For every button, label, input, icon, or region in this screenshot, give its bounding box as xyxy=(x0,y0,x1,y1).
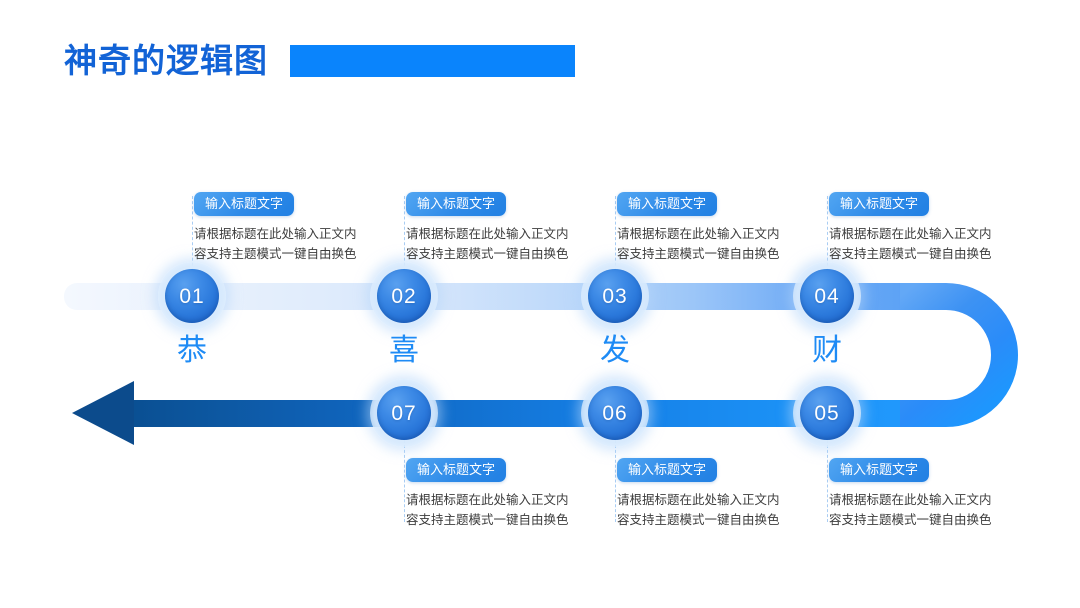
text-block-body: 请根据标题在此处输入正文内 容支持主题模式一键自由换色 xyxy=(829,224,999,264)
node-core: 07 xyxy=(377,386,431,440)
text-block-body: 请根据标题在此处输入正文内 容支持主题模式一键自由换色 xyxy=(406,224,576,264)
dotted-connector-2 xyxy=(404,196,405,276)
node-core: 01 xyxy=(165,269,219,323)
node-caption-01: 恭 xyxy=(177,334,207,367)
node-caption-03: 发 xyxy=(600,334,630,367)
text-block-7: 输入标题文字 请根据标题在此处输入正文内 容支持主题模式一键自由换色 xyxy=(406,458,592,530)
text-block-body-line1: 请根据标题在此处输入正文内 xyxy=(829,227,992,241)
node-number: 04 xyxy=(814,284,840,308)
text-block-heading: 输入标题文字 xyxy=(617,192,718,216)
text-block-body-line1: 请根据标题在此处输入正文内 xyxy=(617,493,780,507)
timeline-node-04[interactable]: 04 xyxy=(793,262,861,330)
text-block-body: 请根据标题在此处输入正文内 容支持主题模式一键自由换色 xyxy=(617,224,787,264)
text-block-body-line1: 请根据标题在此处输入正文内 xyxy=(406,493,569,507)
node-number: 07 xyxy=(391,401,417,425)
text-block-heading: 输入标题文字 xyxy=(829,458,930,482)
timeline-node-06[interactable]: 06 xyxy=(581,379,649,447)
node-number: 02 xyxy=(391,284,417,308)
text-block-body-line1: 请根据标题在此处输入正文内 xyxy=(829,493,992,507)
timeline-node-07[interactable]: 07 xyxy=(370,379,438,447)
text-block-body-line1: 请根据标题在此处输入正文内 xyxy=(406,227,569,241)
dotted-connector-5 xyxy=(827,440,828,522)
text-block-heading: 输入标题文字 xyxy=(829,192,930,216)
node-caption-04: 财 xyxy=(812,334,842,367)
text-block-heading: 输入标题文字 xyxy=(617,458,718,482)
timeline-node-05[interactable]: 05 xyxy=(793,379,861,447)
text-block-heading: 输入标题文字 xyxy=(406,458,507,482)
node-number: 05 xyxy=(814,401,840,425)
text-block-body-line2: 容支持主题模式一键自由换色 xyxy=(617,513,780,527)
node-core: 05 xyxy=(800,386,854,440)
node-core: 06 xyxy=(588,386,642,440)
node-number: 01 xyxy=(179,284,205,308)
node-core: 02 xyxy=(377,269,431,323)
text-block-body-line2: 容支持主题模式一键自由换色 xyxy=(617,247,780,261)
text-block-5: 输入标题文字 请根据标题在此处输入正文内 容支持主题模式一键自由换色 xyxy=(829,458,1015,530)
timeline-node-03[interactable]: 03 xyxy=(581,262,649,330)
node-core: 03 xyxy=(588,269,642,323)
node-core: 04 xyxy=(800,269,854,323)
slide-title-row: 神奇的逻辑图 xyxy=(64,38,575,84)
timeline-node-02[interactable]: 02 xyxy=(370,262,438,330)
text-block-body-line2: 容支持主题模式一键自由换色 xyxy=(406,513,569,527)
dotted-connector-4 xyxy=(827,196,828,276)
text-block-body: 请根据标题在此处输入正文内 容支持主题模式一键自由换色 xyxy=(194,224,364,264)
node-number: 03 xyxy=(602,284,628,308)
timeline-uturn-connector xyxy=(900,283,1030,427)
text-block-heading: 输入标题文字 xyxy=(406,192,507,216)
page-title: 神奇的逻辑图 xyxy=(64,42,268,79)
text-block-body-line2: 容支持主题模式一键自由换色 xyxy=(829,247,992,261)
text-block-body-line2: 容支持主题模式一键自由换色 xyxy=(406,247,569,261)
flow-arrow-head xyxy=(72,381,138,445)
text-block-body: 请根据标题在此处输入正文内 容支持主题模式一键自由换色 xyxy=(829,490,999,530)
text-block-heading: 输入标题文字 xyxy=(194,192,295,216)
timeline-rail-bottom xyxy=(128,400,914,427)
text-block-body-line1: 请根据标题在此处输入正文内 xyxy=(617,227,780,241)
text-block-3: 输入标题文字 请根据标题在此处输入正文内 容支持主题模式一键自由换色 xyxy=(617,192,803,264)
node-number: 06 xyxy=(602,401,628,425)
dotted-connector-7 xyxy=(404,440,405,522)
dotted-connector-1 xyxy=(192,196,193,276)
text-block-body-line2: 容支持主题模式一键自由换色 xyxy=(194,247,357,261)
text-block-1: 输入标题文字 请根据标题在此处输入正文内 容支持主题模式一键自由换色 xyxy=(194,192,380,264)
dotted-connector-6 xyxy=(615,440,616,522)
title-accent-bar xyxy=(290,45,575,77)
text-block-body-line1: 请根据标题在此处输入正文内 xyxy=(194,227,357,241)
dotted-connector-3 xyxy=(615,196,616,276)
node-caption-02: 喜 xyxy=(389,334,419,367)
timeline-node-01[interactable]: 01 xyxy=(158,262,226,330)
text-block-body: 请根据标题在此处输入正文内 容支持主题模式一键自由换色 xyxy=(406,490,576,530)
text-block-body-line2: 容支持主题模式一键自由换色 xyxy=(829,513,992,527)
text-block-body: 请根据标题在此处输入正文内 容支持主题模式一键自由换色 xyxy=(617,490,787,530)
text-block-4: 输入标题文字 请根据标题在此处输入正文内 容支持主题模式一键自由换色 xyxy=(829,192,1015,264)
text-block-2: 输入标题文字 请根据标题在此处输入正文内 容支持主题模式一键自由换色 xyxy=(406,192,592,264)
text-block-6: 输入标题文字 请根据标题在此处输入正文内 容支持主题模式一键自由换色 xyxy=(617,458,803,530)
